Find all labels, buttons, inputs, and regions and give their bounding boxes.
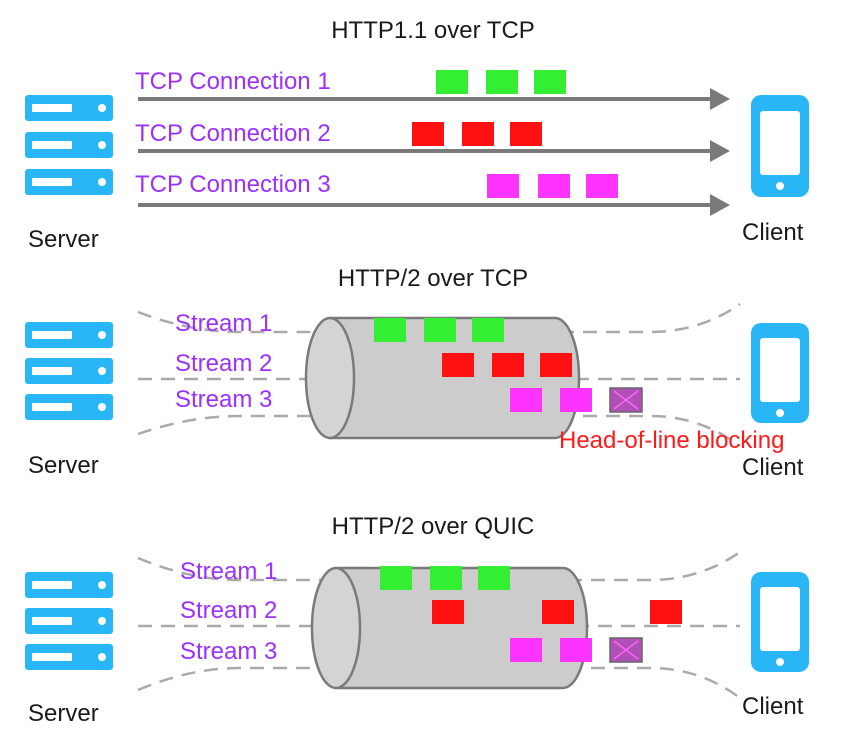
packet-stream2 [492,353,524,377]
packet-stream1 [472,318,504,342]
packets [374,318,643,413]
packets [380,566,682,663]
packet-stream2 [432,600,464,624]
packet-stream3 [560,638,592,662]
stream-label: Stream 3 [175,386,272,413]
packet-stream2 [540,353,572,377]
packet-stream1 [374,318,406,342]
stream-label: Stream 2 [180,597,277,624]
server-icon [25,572,113,670]
packet-stream2 [462,122,494,146]
server-label: Server [28,226,99,253]
packet-stream1 [486,70,518,94]
packet-stream2 [412,122,444,146]
packet-stream3 [586,174,618,198]
packet-stream1 [478,566,510,590]
stream-label: Stream 2 [175,350,272,377]
packet-stream1 [436,70,468,94]
stream-label: Stream 3 [180,638,277,665]
lost-packet-x-icon [609,387,643,413]
stream-label: Stream 1 [180,558,277,585]
packet-stream1 [380,566,412,590]
section-http11-over-tcp: HTTP1.1 over TCP Server Client [25,17,809,253]
packet-stream2 [650,600,682,624]
arrowhead-icon [710,88,730,110]
packet-stream3 [510,638,542,662]
packet-stream3 [560,388,592,412]
server-icon [25,95,113,195]
packet-stream2 [542,600,574,624]
section-http2-over-quic: HTTP/2 over QUIC Server [25,513,809,727]
head-of-line-blocking-note: Head-of-line blocking [559,427,784,454]
packet-stream1 [430,566,462,590]
packets [412,70,618,198]
arrowhead-icon [710,194,730,216]
server-icon [25,322,113,420]
section-title: HTTP1.1 over TCP [331,17,535,44]
client-phone-icon [751,572,809,672]
client-phone-icon [751,323,809,423]
section-title: HTTP/2 over TCP [338,265,528,292]
arrowhead-icon [710,140,730,162]
client-label: Client [742,219,804,246]
packet-stream3 [487,174,519,198]
section-http2-over-tcp: HTTP/2 over TCP Server [25,265,809,481]
packet-stream2 [442,353,474,377]
packet-stream1 [424,318,456,342]
section-title: HTTP/2 over QUIC [332,513,535,540]
stream-label: Stream 1 [175,310,272,337]
lane-label: TCP Connection 3 [135,171,331,198]
lane-label: TCP Connection 1 [135,68,331,95]
tcp-connection-arrows [138,88,730,216]
packet-stream3 [538,174,570,198]
client-label: Client [742,454,804,481]
client-label: Client [742,693,804,720]
lane-label: TCP Connection 2 [135,120,331,147]
packet-stream3 [510,388,542,412]
packet-stream2 [510,122,542,146]
client-phone-icon [751,95,809,197]
server-label: Server [28,700,99,727]
lost-packet-x-icon [609,637,643,663]
server-label: Server [28,452,99,479]
packet-stream1 [534,70,566,94]
